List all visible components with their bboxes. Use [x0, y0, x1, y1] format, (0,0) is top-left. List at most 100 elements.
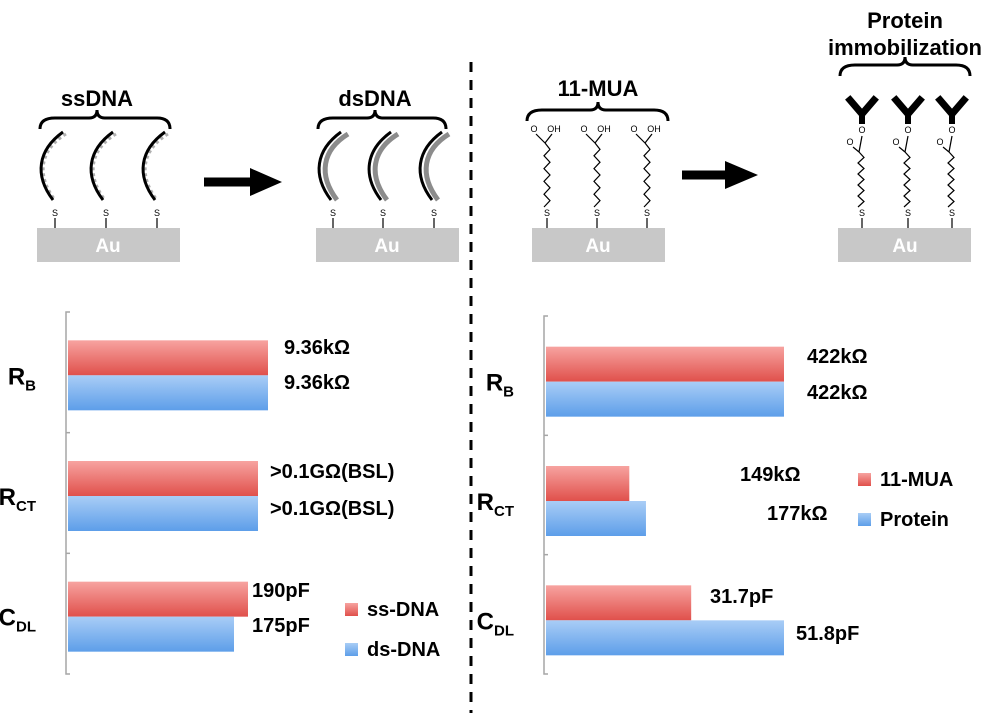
- mua-schematic: 11-MUA O OH S O OH S O OH S Au: [525, 76, 670, 262]
- legend-swatch: [858, 513, 871, 526]
- gold-label: Au: [585, 236, 610, 257]
- bar-protein: [546, 620, 784, 656]
- protein-label-line2: immobilization: [828, 35, 982, 60]
- svg-text:S: S: [330, 208, 336, 218]
- mua-chains: O OH S O OH S O OH S: [530, 124, 661, 228]
- dsdna-bracket: [316, 109, 448, 130]
- legend-label: ss-DNA: [367, 599, 439, 621]
- value-label: >0.1GΩ(BSL): [270, 461, 394, 483]
- category-label: RB: [8, 363, 36, 394]
- mua-molecule: O OH S: [580, 124, 611, 228]
- oxygen-atom: O: [858, 125, 865, 135]
- gold-label: Au: [892, 236, 917, 257]
- bar-ss-dna: [68, 581, 248, 617]
- oxygen-atom: O: [846, 137, 853, 147]
- value-label: 9.36kΩ: [284, 372, 350, 394]
- ssdna-schematic: ssDNA S S S Au: [37, 86, 180, 262]
- oxygen-atom: O: [948, 125, 955, 135]
- oxygen-atom: O: [936, 137, 943, 147]
- oxygen-atom: O: [892, 137, 899, 147]
- bar-protein: [546, 501, 646, 536]
- ssdna-bracket: [38, 109, 172, 130]
- svg-text:S: S: [154, 208, 160, 218]
- legend-swatch: [345, 643, 358, 656]
- bar-ss-dna: [68, 461, 258, 496]
- bar-ds-dna: [68, 616, 234, 652]
- hydroxyl-group: OH: [597, 124, 611, 134]
- value-label: 190pF: [252, 580, 310, 602]
- ssdna-label: ssDNA: [61, 86, 133, 111]
- category-label: CDL: [0, 605, 36, 636]
- oxygen-atom: O: [530, 124, 537, 134]
- arrow-right-icon: [682, 161, 758, 189]
- value-label: 422kΩ: [807, 382, 868, 404]
- sulfur-atom: S: [859, 208, 865, 218]
- category-label: RCT: [477, 489, 514, 520]
- arrow-right-icon: [204, 168, 282, 196]
- oxygen-atom: O: [580, 124, 587, 134]
- gold-substrate: [37, 228, 180, 262]
- bar-11-mua: [546, 466, 630, 501]
- chart-right-mua-protein: RB 422kΩ 422kΩ RCT 149kΩ 177kΩ CDL 31.7pF 51.8pF…: [477, 315, 953, 675]
- oxygen-atom: O: [630, 124, 637, 134]
- ssdna-strands: [39, 130, 169, 201]
- value-label: 51.8pF: [796, 623, 859, 645]
- mua-molecule: O OH S: [530, 124, 561, 228]
- gold-label: Au: [95, 236, 120, 257]
- ssdna-thiols: S S S: [52, 208, 160, 228]
- sulfur-atom: S: [644, 208, 650, 218]
- hydroxyl-group: OH: [647, 124, 661, 134]
- category-label: CDL: [477, 608, 514, 639]
- sulfur-atom: S: [905, 208, 911, 218]
- mua-label: 11-MUA: [558, 76, 639, 101]
- gold-label: Au: [374, 236, 399, 257]
- bar-ss-dna: [68, 340, 268, 376]
- bar-11-mua: [546, 346, 784, 382]
- protein-label-line1: Protein: [867, 8, 943, 33]
- mua-molecule: O OH S: [630, 124, 661, 228]
- legend-swatch: [345, 603, 358, 616]
- value-label: 149kΩ: [740, 464, 801, 486]
- y-axis-line: [65, 311, 70, 675]
- value-label: 31.7pF: [710, 586, 773, 608]
- sulfur-atom: S: [594, 208, 600, 218]
- mua-bracket: [525, 101, 670, 122]
- sulfur-atom: S: [949, 208, 955, 218]
- chart-left-ssdna-dsdna: RB 9.36kΩ 9.36kΩ RCT >0.1GΩ(BSL) >0.1GΩ(BSL) C…: [0, 311, 440, 675]
- category-label: RB: [486, 370, 514, 401]
- bar-11-mua: [546, 585, 692, 621]
- protein-bracket: [838, 56, 972, 77]
- oxygen-atom: O: [904, 125, 911, 135]
- bar-ds-dna: [68, 496, 258, 531]
- value-label: 422kΩ: [807, 346, 868, 368]
- gold-substrate: [316, 228, 459, 262]
- value-label: 9.36kΩ: [284, 337, 350, 359]
- legend-label: 11-MUA: [880, 469, 953, 491]
- y-axis-line: [543, 315, 548, 675]
- dsdna-label: dsDNA: [338, 86, 411, 111]
- dsdna-strands: [317, 130, 451, 202]
- value-label: 177kΩ: [767, 503, 828, 525]
- antibody-icon: OO S: [891, 95, 925, 228]
- legend-label: ds-DNA: [367, 639, 440, 661]
- bar-ds-dna: [68, 375, 268, 411]
- bar-protein: [546, 381, 784, 417]
- gold-substrate: [838, 228, 971, 262]
- hydroxyl-group: OH: [547, 124, 561, 134]
- svg-text:S: S: [103, 208, 109, 218]
- sulfur-atom: S: [544, 208, 550, 218]
- value-label: 175pF: [252, 615, 310, 637]
- antibody-icon: OO S: [935, 95, 969, 228]
- svg-text:S: S: [380, 208, 386, 218]
- gold-substrate: [532, 228, 665, 262]
- antibody-icon: OO S: [845, 95, 879, 228]
- legend-label: Protein: [880, 509, 949, 531]
- svg-text:S: S: [431, 208, 437, 218]
- value-label: >0.1GΩ(BSL): [270, 498, 394, 520]
- dsdna-schematic: dsDNA S S S Au: [316, 86, 459, 262]
- svg-text:S: S: [52, 208, 58, 218]
- category-label: RCT: [0, 484, 36, 515]
